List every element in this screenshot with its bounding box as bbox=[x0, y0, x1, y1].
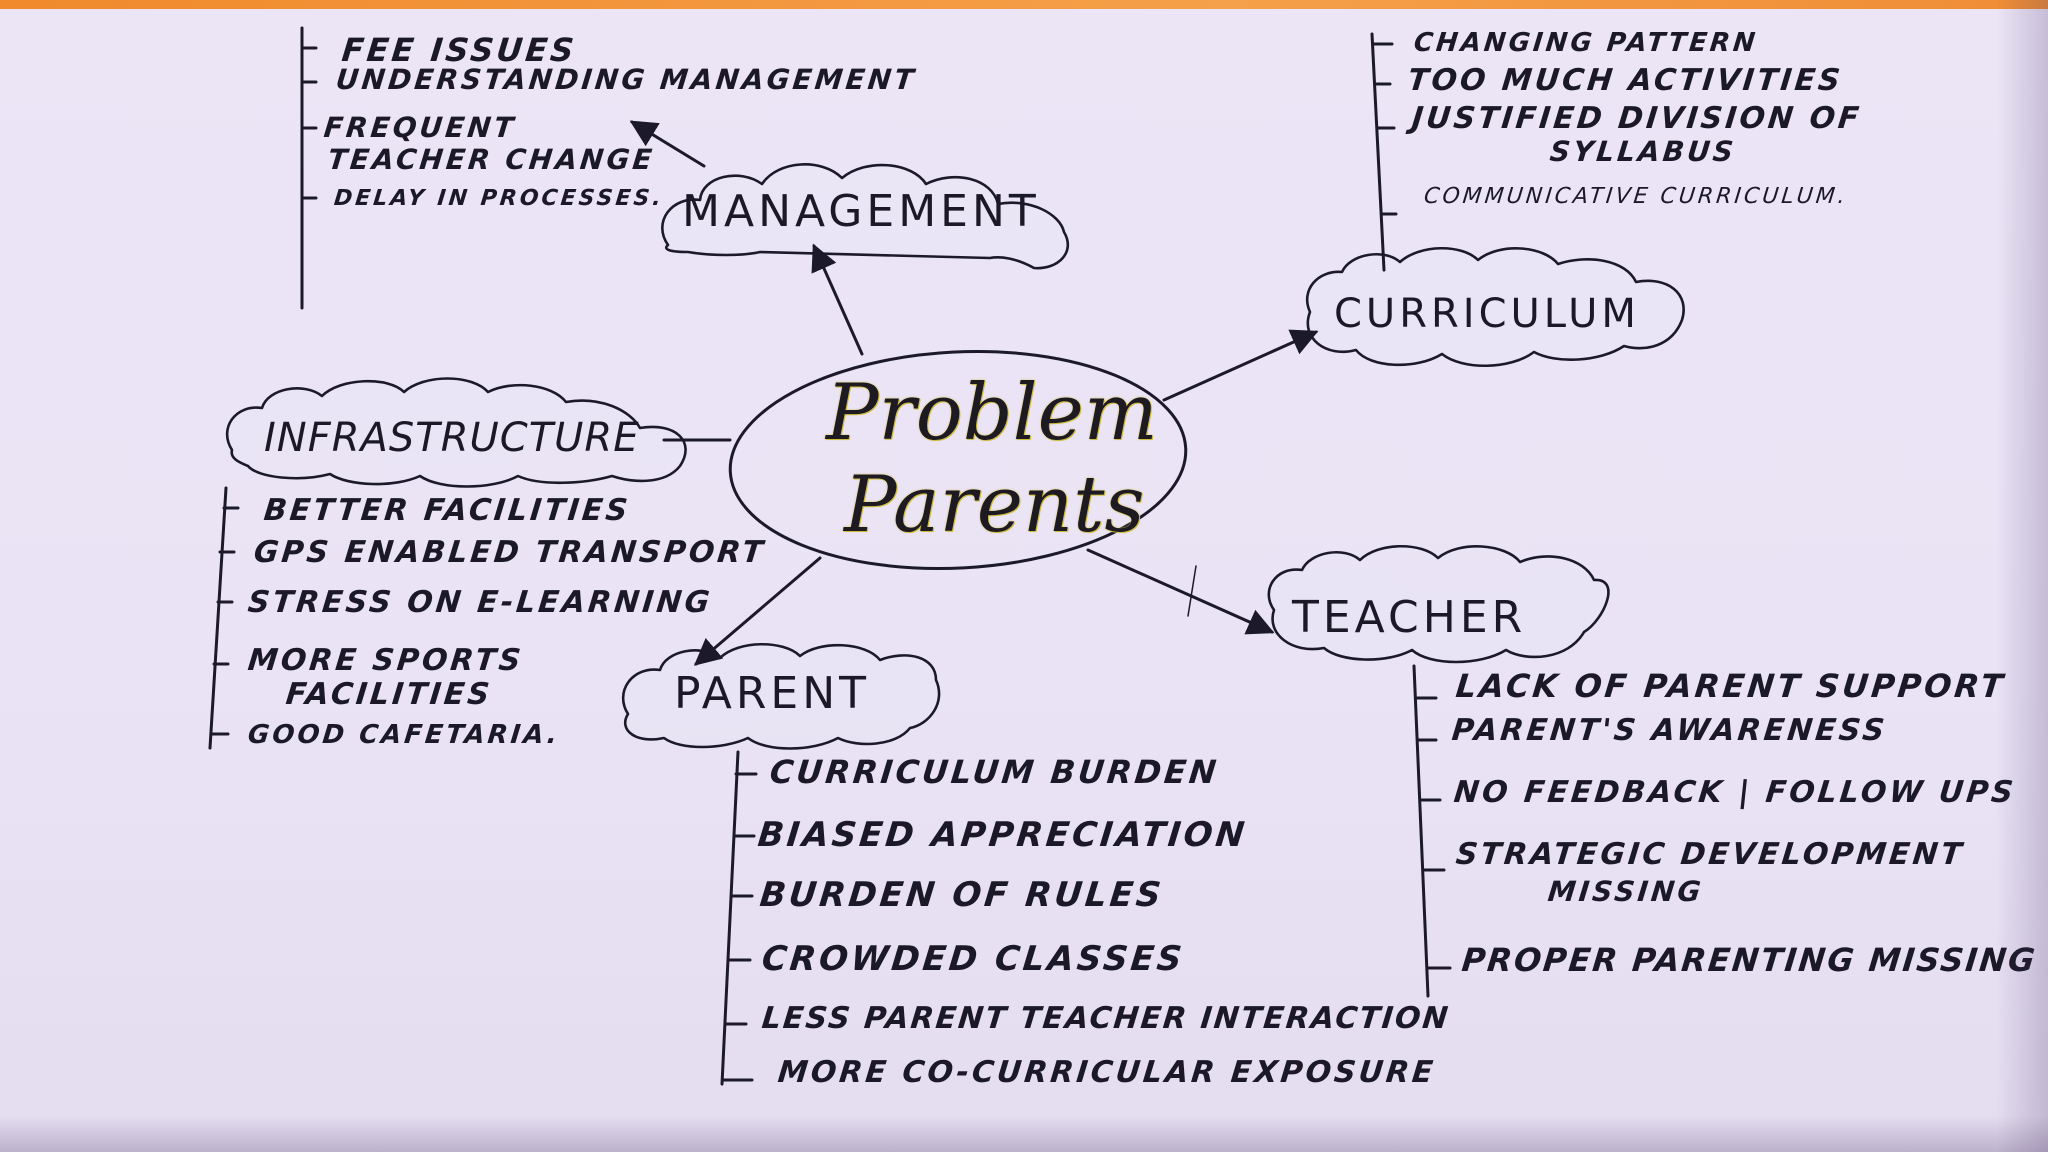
teacher-item-missing: MISSING bbox=[1546, 875, 1706, 908]
teacher-item-lack-of-support: LACK OF PARENT SUPPORT bbox=[1454, 667, 2008, 705]
management-item-frequent: FREQUENT bbox=[322, 111, 518, 144]
curriculum-item-too-much: TOO MUCH ACTIVITIES bbox=[1406, 63, 1845, 98]
orange-table-edge bbox=[0, 0, 2048, 9]
cloud-curriculum bbox=[1305, 246, 1685, 368]
parent-item-biased-appreciation: BIASED APPRECIATION bbox=[755, 815, 1250, 855]
management-item-understanding: UNDERSTANDING MANAGEMENT bbox=[334, 63, 919, 96]
arrow-management-to-list bbox=[629, 120, 706, 168]
arrow-to-parent bbox=[693, 556, 822, 666]
infrastructure-list-rail bbox=[208, 486, 240, 750]
curriculum-item-justified: JUSTIFIED DIVISION OF bbox=[1410, 101, 1864, 136]
teacher-item-proper-parenting: PROPER PARENTING MISSING bbox=[1460, 941, 2039, 979]
node-parent: PARENT bbox=[674, 668, 870, 719]
parent-item-co-curricular: MORE CO-CURRICULAR EXPOSURE bbox=[776, 1055, 1438, 1090]
management-item-delay: DELAY IN PROCESSES. bbox=[332, 186, 666, 211]
stray-pen-mark bbox=[1187, 565, 1197, 617]
infrastructure-item-sports-facilities: FACILITIES bbox=[284, 677, 495, 712]
management-item-teacher-change: TEACHER CHANGE bbox=[326, 143, 657, 176]
node-infrastructure: INFRASTRUCTURE bbox=[264, 415, 640, 461]
curriculum-item-communicative: COMMUNICATIVE CURRICULUM. bbox=[1422, 184, 1850, 209]
arrow-to-teacher bbox=[1086, 548, 1275, 635]
management-list-rail bbox=[300, 26, 318, 310]
teacher-item-strategic: STRATEGIC DEVELOPMENT bbox=[1454, 837, 1967, 872]
infrastructure-item-gps: GPS ENABLED TRANSPORT bbox=[252, 535, 768, 570]
cloud-management bbox=[661, 163, 1070, 270]
arrow-to-management bbox=[811, 243, 864, 356]
infrastructure-item-e-learning: STRESS ON E-LEARNING bbox=[246, 585, 715, 620]
central-ellipse bbox=[728, 349, 1188, 571]
node-management: MANAGEMENT bbox=[682, 186, 1040, 237]
teacher-list-rail bbox=[1412, 664, 1452, 998]
node-teacher: TEACHER bbox=[1292, 592, 1527, 643]
node-curriculum: CURRICULUM bbox=[1334, 291, 1640, 337]
central-topic-line2: Parents bbox=[844, 460, 1145, 550]
page-edge-shadow-bottom bbox=[0, 1116, 2048, 1152]
parent-item-curriculum-burden: CURRICULUM BURDEN bbox=[768, 753, 1221, 791]
arrow-to-curriculum bbox=[1162, 329, 1319, 402]
management-item-fee-issues: FEE ISSUES bbox=[340, 31, 579, 69]
cloud-teacher bbox=[1267, 544, 1610, 664]
page-edge-shadow-right bbox=[1996, 0, 2048, 1152]
parent-list-rail bbox=[720, 750, 758, 1086]
curriculum-list-rail bbox=[1370, 32, 1398, 272]
infrastructure-item-more-sports: MORE SPORTS bbox=[246, 643, 526, 678]
parent-item-less-interaction: LESS PARENT TEACHER INTERACTION bbox=[760, 1001, 1452, 1036]
parent-item-crowded-classes: CROWDED CLASSES bbox=[759, 939, 1187, 979]
infrastructure-item-cafetaria: GOOD CAFETARIA. bbox=[246, 720, 562, 750]
cloud-infrastructure bbox=[225, 377, 687, 488]
teacher-item-no-feedback: NO FEEDBACK | FOLLOW UPS bbox=[1452, 775, 2018, 810]
teacher-item-awareness: PARENT'S AWARENESS bbox=[1450, 713, 1889, 748]
central-topic-line1: Problem bbox=[826, 368, 1158, 458]
parent-item-burden-of-rules: BURDEN OF RULES bbox=[757, 875, 1166, 915]
infrastructure-item-better-facilities: BETTER FACILITIES bbox=[262, 493, 633, 528]
curriculum-item-changing-pattern: CHANGING PATTERN bbox=[1412, 28, 1760, 58]
curriculum-item-syllabus: SYLLABUS bbox=[1548, 135, 1738, 168]
